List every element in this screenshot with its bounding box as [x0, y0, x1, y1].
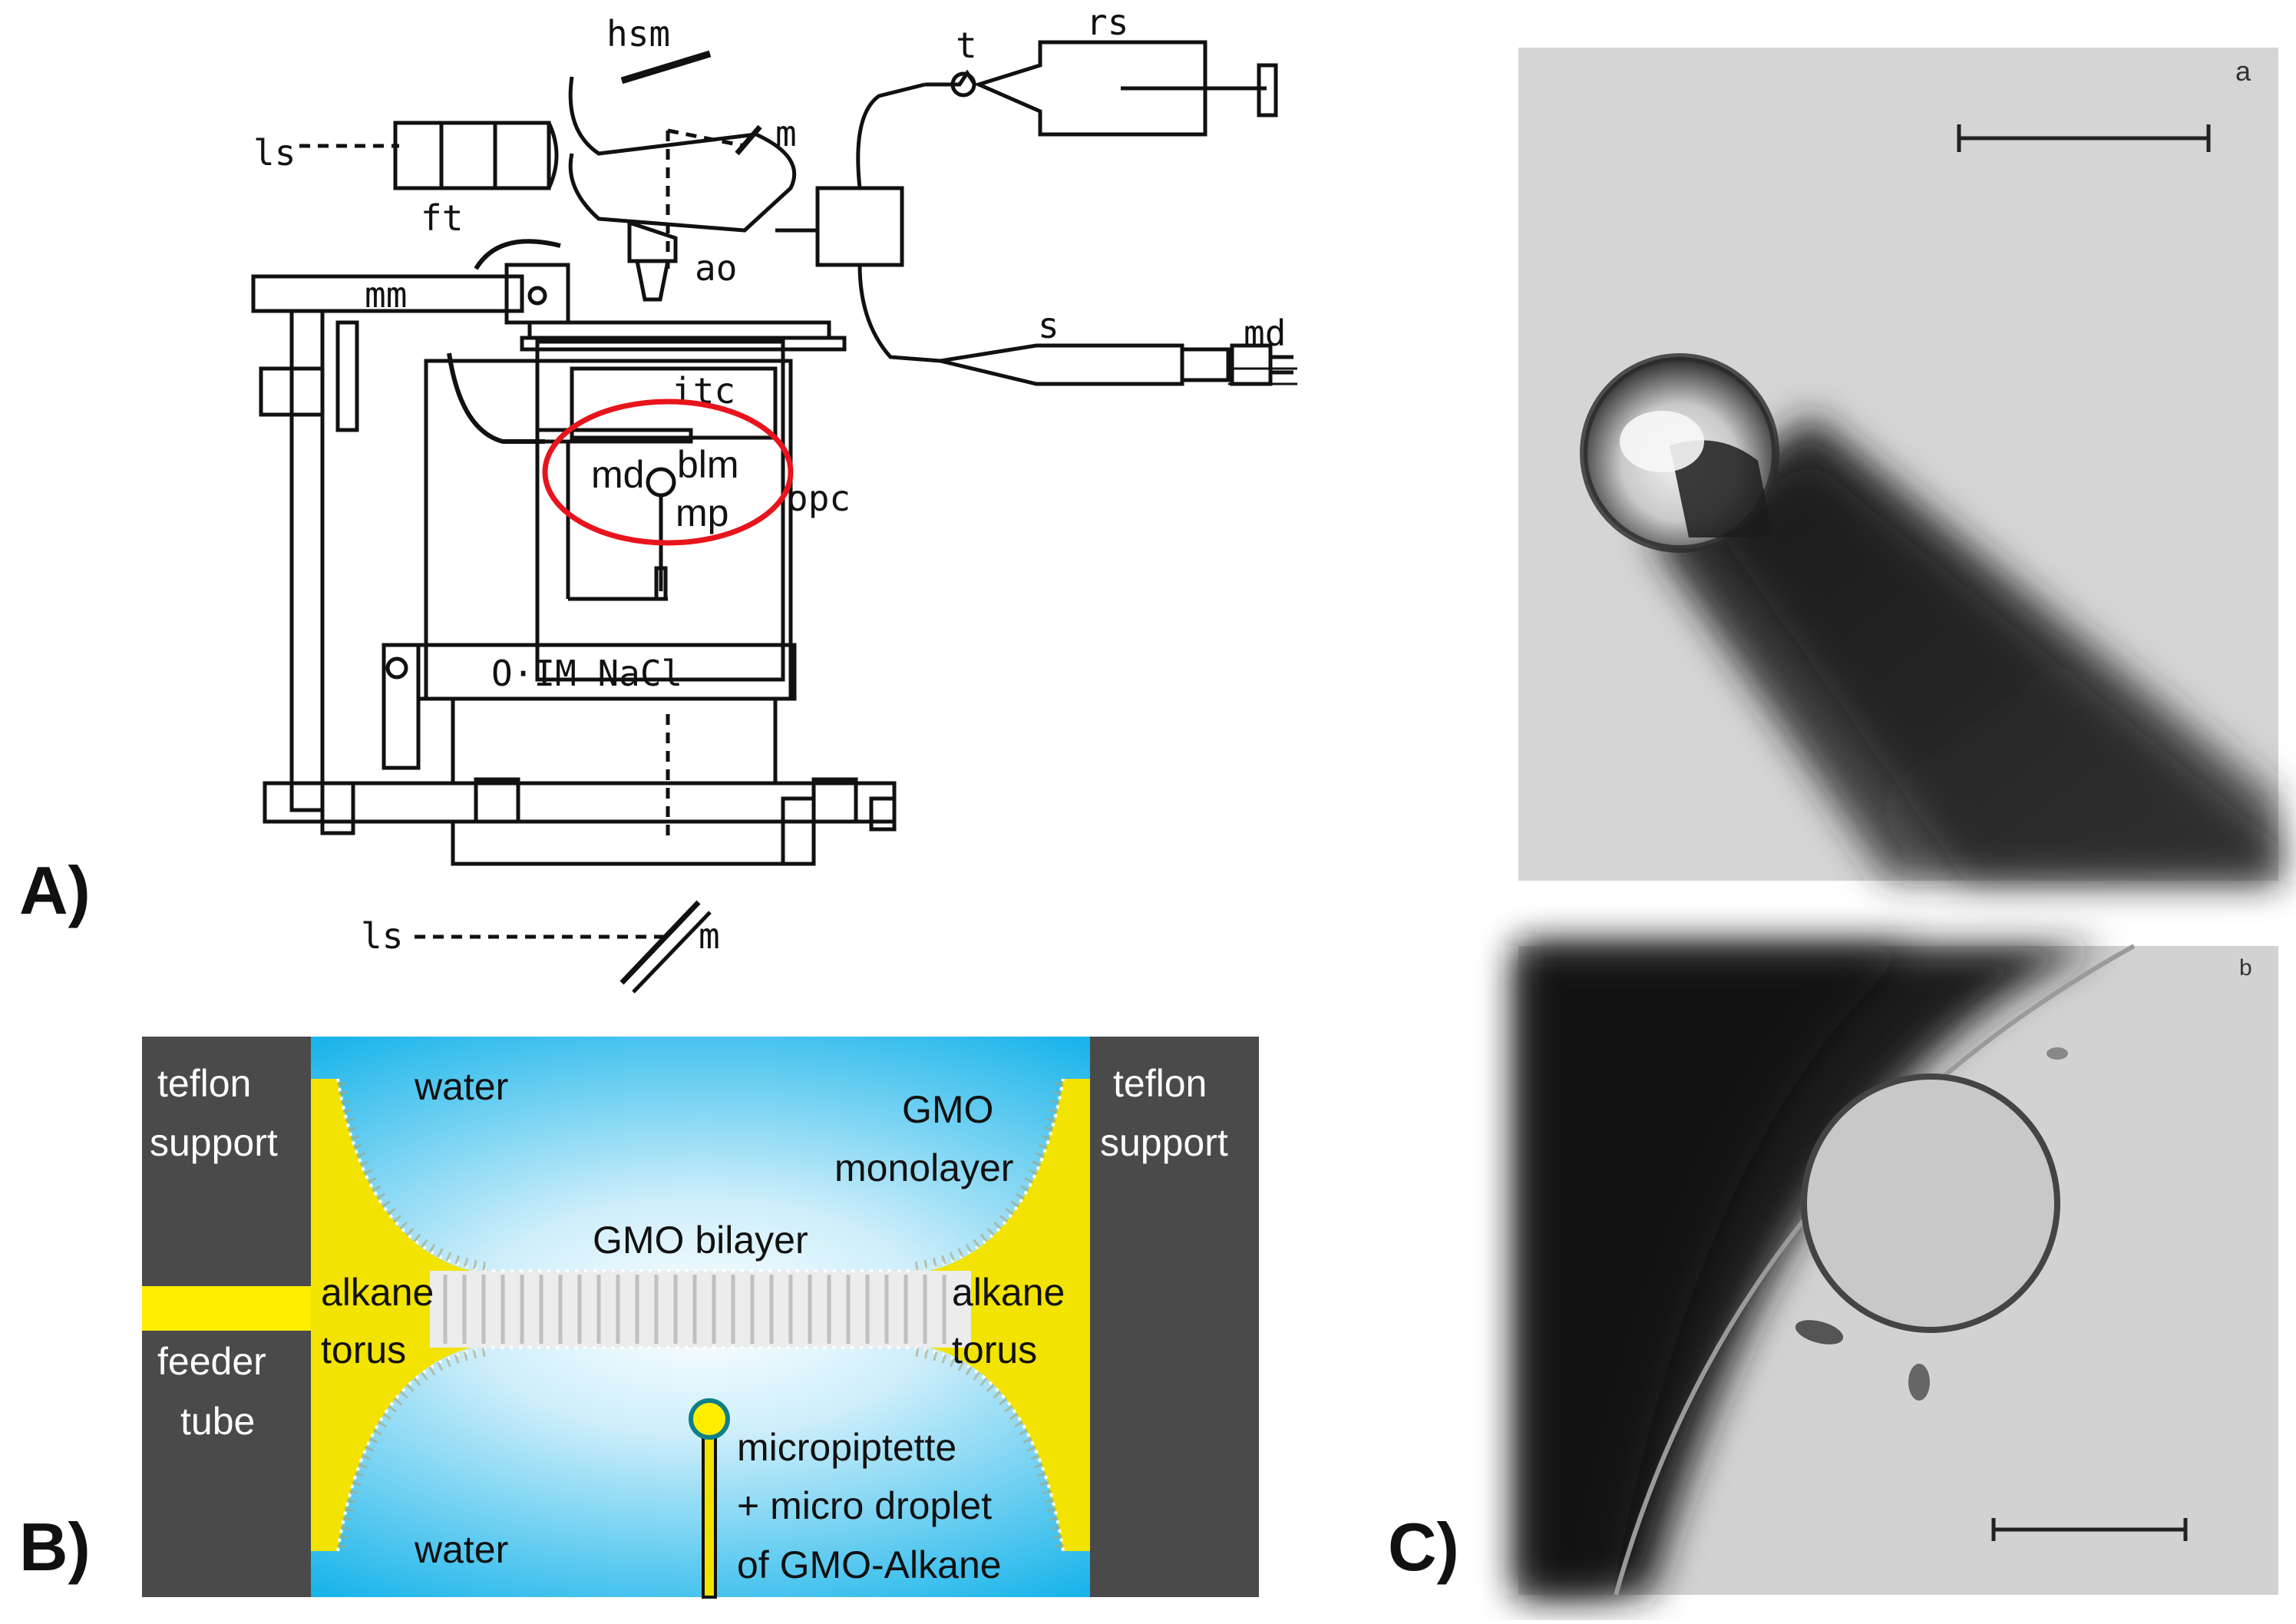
label-mp: mp	[676, 491, 728, 534]
photo-b-tag: b	[2239, 955, 2252, 981]
label-ls-bottom: ls	[361, 915, 403, 957]
label-s: s	[1038, 305, 1059, 346]
panel-a-labels: ls hsm m rs t ft mm ao s md itc md blm m…	[253, 2, 1286, 957]
panel-b-labels: teflon support teflon support water wate…	[150, 1062, 1228, 1586]
label-ao: ao	[695, 247, 737, 289]
label-m-top: m	[775, 113, 797, 154]
label-feeder-2: tube	[180, 1400, 255, 1443]
label-pipette-2: + micro droplet	[737, 1484, 992, 1527]
panel-a-apparatus	[251, 40, 1297, 994]
label-nacl: O·IM NaCl	[491, 653, 682, 694]
label-alkane-right-2: torus	[952, 1328, 1037, 1371]
label-ft: ft	[421, 197, 463, 239]
label-water-bottom: water	[414, 1528, 508, 1571]
teflon-support-right	[1090, 1037, 1259, 1597]
label-teflon-left-1: teflon	[157, 1062, 251, 1105]
panel-b-letter: B)	[19, 1509, 91, 1585]
label-teflon-right-1: teflon	[1113, 1062, 1207, 1105]
label-mm: mm	[365, 274, 407, 316]
label-rs: rs	[1086, 2, 1128, 43]
label-ls-top: ls	[253, 132, 296, 174]
photo-b: b	[1518, 944, 2278, 1596]
label-blm: blm	[677, 443, 739, 486]
gmo-bilayer-region	[430, 1271, 971, 1348]
gmo-monolayer-top	[336, 1078, 1065, 1272]
label-water-top: water	[414, 1065, 508, 1108]
label-gmo-monolayer-1: GMO	[902, 1088, 993, 1131]
label-teflon-right-2: support	[1100, 1121, 1228, 1164]
alkane-torus-left	[311, 1079, 491, 1551]
photo-a: a	[1518, 48, 2278, 881]
photo-a-tag: a	[2235, 55, 2251, 87]
panel-c-letter: C)	[1388, 1509, 1459, 1585]
label-alkane-right-1: alkane	[952, 1271, 1065, 1314]
label-pipette-1: micropiptette	[737, 1426, 956, 1469]
label-feeder-1: feeder	[157, 1340, 266, 1383]
label-teflon-left-2: support	[150, 1121, 278, 1164]
micropipette-stem	[702, 1434, 717, 1599]
highlight-ellipse	[542, 399, 794, 546]
label-gmo-monolayer-2: monolayer	[834, 1146, 1013, 1189]
alkane-torus-right	[910, 1079, 1090, 1551]
label-m-bottom: m	[699, 915, 720, 957]
label-pipette-3: of GMO-Alkane	[737, 1543, 1002, 1586]
label-alkane-left-1: alkane	[321, 1271, 434, 1314]
label-opc: opc	[787, 478, 851, 519]
label-gmo-bilayer: GMO bilayer	[593, 1219, 808, 1262]
label-md: md	[591, 453, 644, 496]
panel-b-diagram	[142, 1037, 1259, 1599]
label-t: t	[956, 25, 977, 66]
label-md-right: md	[1244, 313, 1286, 354]
label-alkane-left-2: torus	[321, 1328, 406, 1371]
feeder-tube	[142, 1286, 311, 1331]
label-hsm: hsm	[606, 13, 670, 55]
micro-droplet	[689, 1398, 730, 1440]
panel-a-letter: A)	[19, 852, 91, 928]
